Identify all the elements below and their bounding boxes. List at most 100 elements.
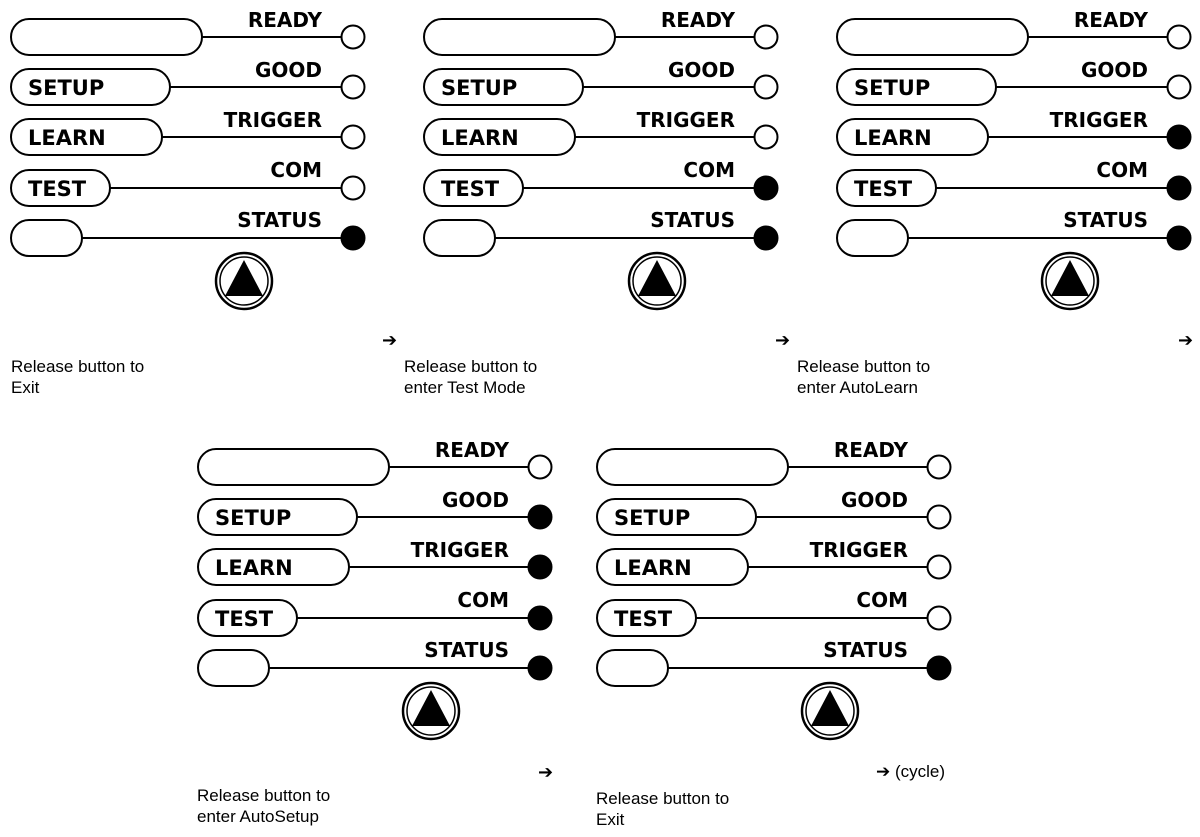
status-led-on (753, 225, 779, 251)
com-label: COM (683, 158, 735, 182)
up-arrow-button-icon (214, 251, 274, 311)
good-led-off (753, 74, 779, 100)
ready-label: READY (1074, 8, 1149, 32)
ready-label: READY (248, 8, 323, 32)
com-led-off (340, 175, 366, 201)
blank-button-1 (596, 448, 789, 486)
blank-button-1 (10, 18, 203, 56)
com-led-on (753, 175, 779, 201)
ready-led-off (753, 24, 779, 50)
test-button-label: TEST (441, 177, 500, 201)
setup-button-label: SETUP (215, 506, 291, 530)
step-caption: Release button to Exit (596, 789, 730, 829)
com-label: COM (856, 588, 908, 612)
setup-button-label: SETUP (614, 506, 690, 530)
next-step-arrow: ➔ (382, 330, 398, 351)
good-led-off (340, 74, 366, 100)
setup-button-label: SETUP (28, 76, 104, 100)
up-arrow-button-icon (401, 681, 461, 741)
setup-button-label: SETUP (441, 76, 517, 100)
learn-button-label: LEARN (614, 556, 692, 580)
com-label: COM (1096, 158, 1148, 182)
setup-button (596, 498, 757, 536)
status-label: STATUS (823, 638, 908, 662)
blank-button-5 (10, 219, 83, 257)
learn-button (423, 118, 576, 156)
setup-button (836, 68, 997, 106)
good-label: GOOD (668, 58, 735, 82)
next-step-arrow: ➔ (775, 330, 791, 351)
trigger-led-on (527, 554, 553, 580)
trigger-led-on (1166, 124, 1192, 150)
trigger-label: TRIGGER (810, 538, 908, 562)
com-led-off (926, 605, 952, 631)
test-button-label: TEST (614, 607, 673, 631)
ready-label: READY (435, 438, 510, 462)
status-led-on (340, 225, 366, 251)
trigger-led-off (926, 554, 952, 580)
good-label: GOOD (442, 488, 509, 512)
test-button (596, 599, 697, 637)
blank-button-1 (836, 18, 1029, 56)
trigger-label: TRIGGER (637, 108, 735, 132)
status-label: STATUS (650, 208, 735, 232)
blank-button-5 (836, 219, 909, 257)
status-led-on (926, 655, 952, 681)
setup-button (423, 68, 584, 106)
ready-led-off (1166, 24, 1192, 50)
blank-button-5 (197, 649, 270, 687)
up-arrow-button-icon (800, 681, 860, 741)
test-button-label: TEST (28, 177, 87, 201)
setup-button-label: SETUP (854, 76, 930, 100)
blank-button-5 (596, 649, 669, 687)
trigger-label: TRIGGER (224, 108, 322, 132)
step-caption: Release button to enter AutoSetup (197, 786, 331, 826)
up-arrow-button-icon (627, 251, 687, 311)
test-button (423, 169, 524, 207)
good-led-on (527, 504, 553, 530)
good-label: GOOD (1081, 58, 1148, 82)
good-led-off (1166, 74, 1192, 100)
com-led-on (1166, 175, 1192, 201)
step-caption: Release button to Exit (11, 357, 145, 397)
ready-label: READY (834, 438, 909, 462)
learn-button (197, 548, 350, 586)
test-button (197, 599, 298, 637)
trigger-led-off (340, 124, 366, 150)
status-label: STATUS (237, 208, 322, 232)
test-button (836, 169, 937, 207)
next-step-arrow: ➔ (538, 762, 554, 783)
up-arrow-button-icon (1040, 251, 1100, 311)
good-label: GOOD (255, 58, 322, 82)
com-label: COM (457, 588, 509, 612)
next-step-arrow: ➔ (cycle) (876, 762, 946, 781)
ready-led-off (527, 454, 553, 480)
learn-button-label: LEARN (215, 556, 293, 580)
trigger-label: TRIGGER (1050, 108, 1148, 132)
test-button-label: TEST (854, 177, 913, 201)
learn-button-label: LEARN (28, 126, 106, 150)
com-led-on (527, 605, 553, 631)
trigger-led-off (753, 124, 779, 150)
learn-button (836, 118, 989, 156)
ready-led-off (340, 24, 366, 50)
status-label: STATUS (1063, 208, 1148, 232)
trigger-label: TRIGGER (411, 538, 509, 562)
step-caption: Release button to enter Test Mode (404, 357, 538, 397)
status-led-on (527, 655, 553, 681)
ready-led-off (926, 454, 952, 480)
blank-button-1 (423, 18, 616, 56)
learn-button (596, 548, 749, 586)
status-led-on (1166, 225, 1192, 251)
ready-label: READY (661, 8, 736, 32)
setup-button (10, 68, 171, 106)
